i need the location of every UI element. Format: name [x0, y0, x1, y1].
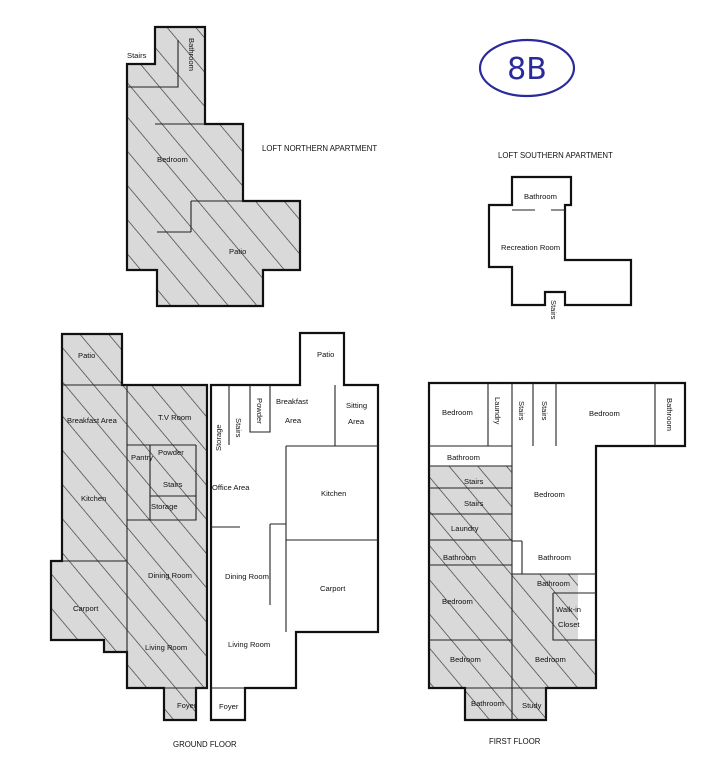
badge-circle [478, 38, 576, 98]
ground-east-partitions [211, 385, 378, 689]
first-floor-partitions [429, 383, 656, 720]
room-label-bathroom-mid: Bathroom [443, 553, 476, 562]
room-label-bathroom-e: Bathroom [665, 398, 674, 431]
room-label-bathroom: Bathroom [524, 192, 557, 201]
room-label-study: Study [522, 701, 542, 710]
room-label-bathroom-s: Bathroom [471, 699, 504, 708]
ground-floor-east: Patio Storage Stairs Powder Breakfast Ar… [209, 331, 380, 722]
room-label-powder: Powder [158, 448, 184, 457]
room-label-foyer: Foyer [177, 701, 197, 710]
loft-north-partitions [127, 40, 243, 233]
room-label-walk-in: Walk-in [556, 605, 581, 614]
room-label-stairs: Stairs [163, 480, 183, 489]
room-label-bedroom: Bedroom [157, 155, 188, 164]
room-label-breakfast-area: Breakfast Area [67, 416, 118, 425]
ground-west-partitions [62, 384, 207, 689]
room-label-bathroom-c: Bathroom [538, 553, 571, 562]
room-label-dining-room: Dining Room [225, 572, 269, 581]
room-label-kitchen: Kitchen [81, 494, 106, 503]
room-label-bedroom-c: Bedroom [534, 490, 565, 499]
room-label-living-room: Living Room [228, 640, 270, 649]
room-label-bedroom-ne: Bedroom [589, 409, 620, 418]
heading-loft-south: LOFT SOUTHERN APARTMENT [498, 151, 613, 160]
loft-southern-apartment: Bathroom Recreation Room Stairs [487, 175, 633, 320]
room-label-powder: Powder [255, 398, 264, 424]
room-label-stairs-2: Stairs [464, 499, 484, 508]
room-label-stairs: Stairs [234, 418, 243, 438]
room-label-laundry-top: Laundry [493, 397, 502, 425]
room-label-tv-room: T.V Room [158, 413, 191, 422]
badge-text: 8B [507, 52, 547, 87]
room-label-patio: Patio [78, 351, 95, 360]
sheet-badge: 8B [478, 38, 576, 98]
room-label-storage: Storage [151, 502, 178, 511]
room-label-stairs: Stairs [549, 300, 558, 320]
room-label-storage: Storage [214, 424, 223, 451]
room-label-stairs-1: Stairs [464, 477, 484, 486]
loft-north-shading [127, 27, 300, 306]
room-label-stairs-b: Stairs [540, 401, 549, 421]
loft-northern-apartment: Stairs Bathroom Bedroom Patio [125, 25, 302, 308]
room-label-carport: Carport [320, 584, 346, 593]
room-label-bathroom-se: Bathroom [537, 579, 570, 588]
first-floor: Bedroom Laundry Stairs Stairs Bedroom Ba… [427, 381, 687, 722]
room-label-patio: Patio [229, 247, 246, 256]
room-label-bedroom-w: Bedroom [442, 597, 473, 606]
room-label-patio: Patio [317, 350, 334, 359]
room-label-dining-room: Dining Room [148, 571, 192, 580]
room-label-recreation-room: Recreation Room [501, 243, 560, 252]
heading-first-floor: FIRST FLOOR [489, 737, 541, 746]
room-label-bedroom-sw: Bedroom [450, 655, 481, 664]
room-label-laundry: Laundry [451, 524, 479, 533]
room-label-bedroom-se: Bedroom [535, 655, 566, 664]
heading-loft-north: LOFT NORTHERN APARTMENT [262, 144, 377, 153]
room-label-bathroom: Bathroom [187, 38, 196, 71]
room-label-bedroom-nw: Bedroom [442, 408, 473, 417]
heading-ground-floor: GROUND FLOOR [173, 740, 237, 749]
room-label-breakfast-area: Area [285, 416, 302, 425]
ground-east-walls [209, 331, 380, 722]
room-label-stairs-a: Stairs [517, 401, 526, 421]
room-label-office-area: Office Area [212, 483, 250, 492]
ground-west-shading [51, 334, 207, 720]
ground-floor-west: Patio Breakfast Area T.V Room Pantry Pow… [49, 332, 209, 722]
loft-north-walls [125, 25, 302, 308]
room-label-carport: Carport [73, 604, 99, 613]
room-label-bathroom-w: Bathroom [447, 453, 480, 462]
room-label-kitchen: Kitchen [321, 489, 346, 498]
room-label-stairs: Stairs [127, 51, 147, 60]
room-label-sitting-area: Area [348, 417, 365, 426]
room-label-living-room: Living Room [145, 643, 187, 652]
room-label-sitting: Sitting [346, 401, 367, 410]
room-label-closet: Closet [558, 620, 580, 629]
loft-south-walls [487, 175, 633, 307]
room-label-foyer: Foyer [219, 702, 239, 711]
room-label-pantry: Pantry [131, 453, 153, 462]
room-label-breakfast: Breakfast [276, 397, 309, 406]
